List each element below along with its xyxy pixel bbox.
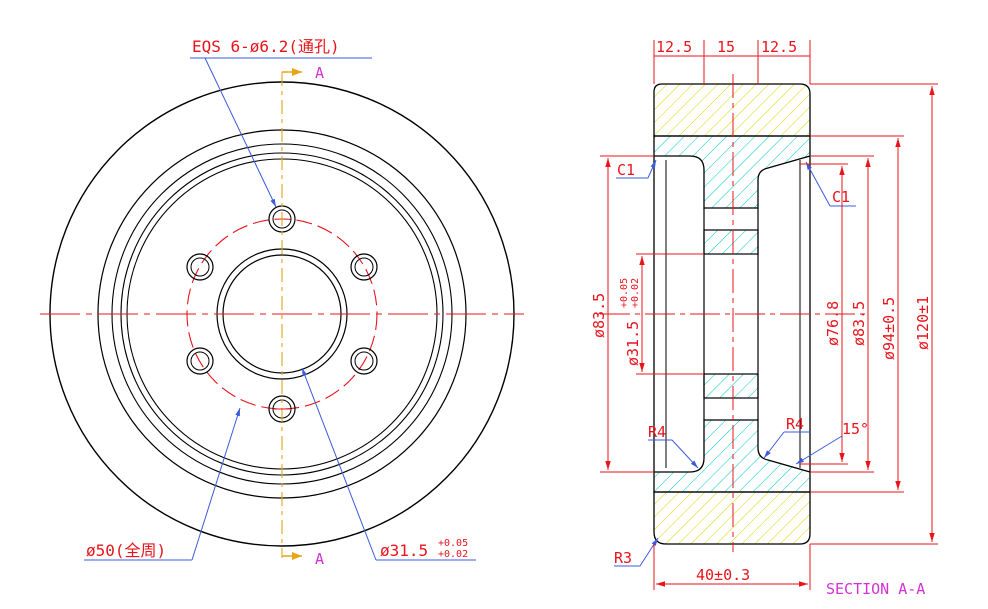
section-letter-bottom: A [315, 550, 324, 568]
angle-leader [795, 435, 843, 465]
hole-lower-right [350, 347, 378, 375]
width-3-label: 12.5 [761, 38, 797, 56]
bore-callout-main: ø31.5 [380, 541, 428, 560]
bore-callout-tol-lower: +0.02 [438, 549, 468, 560]
holes-leader [204, 57, 277, 208]
bore-section-tol-lower: +0.02 [630, 278, 641, 308]
hole-lower-left-inner [190, 351, 210, 371]
dia50-label: ø50(全周) [86, 541, 166, 560]
hole-upper-right-inner [354, 257, 374, 277]
r3-leader [639, 537, 659, 567]
r3-label: R3 [614, 549, 632, 567]
hole-upper-left-inner [190, 257, 210, 277]
angle-label: 15° [842, 420, 869, 438]
c1-right-label: C1 [832, 188, 850, 206]
r4-left-label: R4 [648, 423, 666, 441]
dia50-leader [191, 407, 241, 561]
section-arrow-top [292, 68, 302, 76]
width-1-label: 12.5 [656, 38, 692, 56]
hole-lower-left [186, 347, 214, 375]
hole-lower-right-inner [354, 351, 374, 371]
tread-top-hatch [653, 83, 811, 137]
hole-upper-right [350, 253, 378, 281]
c1-right-leader [805, 161, 831, 207]
hub-bottom-hatch [653, 419, 811, 493]
d120-label: ø120±1 [914, 296, 932, 350]
d94-label: ø94±0.5 [880, 297, 898, 360]
holes-callout: EQS 6-ø6.2(通孔) [192, 37, 340, 56]
r4-right-label: R4 [786, 415, 804, 433]
front-view: A A EQS 6-ø6.2(通孔) ø50(全周) ø31.5 +0.05 +… [40, 37, 524, 568]
c1-left-leader [647, 159, 657, 179]
bore-section-main: ø31.5 [624, 321, 642, 366]
section-arrow-bottom [292, 552, 302, 560]
section-title: SECTION A-A [826, 580, 925, 598]
bore-callout-leader [301, 367, 377, 561]
section-letter-top: A [315, 64, 324, 82]
d76-label: ø76.8 [824, 301, 842, 346]
r4-right-leader [763, 431, 785, 459]
hub-bore-band-lower [703, 373, 759, 399]
section-view: 12.5 15 12.5 C1 C1 ø83.5 ø31.5 +0.05 +0.… [590, 38, 938, 598]
overall-width-label: 40±0.3 [696, 566, 750, 584]
hole-upper-left [186, 253, 214, 281]
hub-top-hatch [653, 135, 811, 209]
d83-right-label: ø83.5 [850, 301, 868, 346]
r4-left-leader [671, 439, 699, 469]
hole-bottom [268, 395, 296, 423]
bore-callout-tol-upper: +0.05 [438, 538, 468, 549]
tread-bottom-hatch [653, 491, 811, 545]
c1-left-label: C1 [617, 161, 635, 179]
hub-bore-band-upper [703, 229, 759, 255]
bore-section-tol-upper: +0.05 [619, 278, 630, 308]
d83-left-label: ø83.5 [590, 293, 608, 338]
hole-top-inner [272, 209, 292, 229]
width-2-label: 15 [717, 38, 735, 56]
